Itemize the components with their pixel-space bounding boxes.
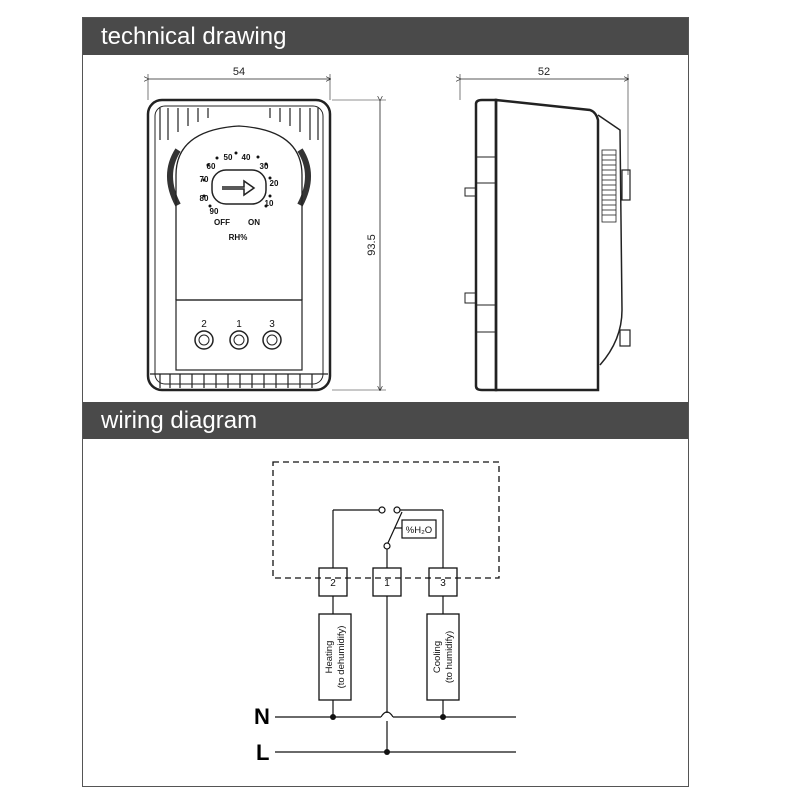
device-dashed-outline [272, 461, 500, 579]
section-header-technical-drawing: technical drawing [83, 18, 688, 55]
live-label: L [256, 740, 269, 765]
figure-frame [82, 17, 689, 787]
dial-mark-70: 70 [200, 175, 209, 184]
section-header-wiring-diagram: wiring diagram [83, 402, 688, 439]
right-grip [297, 148, 311, 207]
dial-mark-20: 20 [270, 179, 279, 188]
dial-mark-30: 30 [260, 162, 269, 171]
front-housing-outline [146, 98, 332, 392]
dial-mark-60: 60 [207, 162, 216, 171]
dial-knob [211, 169, 267, 205]
contact-common-icon [383, 542, 391, 550]
wiring-terminal-label-2: 2 [330, 578, 336, 589]
cooling-sublabel: (to humidify) [444, 631, 455, 683]
neutral-label: N [254, 704, 270, 729]
front-housing-inner [154, 105, 324, 385]
side-view [460, 74, 631, 392]
dial-unit-label: RH% [229, 233, 248, 242]
front-terminal-label-3: 3 [269, 319, 275, 330]
humidity-sensor-label: %H₂O [406, 525, 432, 536]
side-body-outline [494, 98, 600, 392]
humidity-sensor-box [401, 519, 437, 539]
wiring-terminal-label-1: 1 [384, 578, 390, 589]
height-dimension-line [332, 100, 386, 390]
wiring-diagram [272, 461, 516, 753]
dial-mark-40: 40 [242, 153, 251, 162]
side-cover-profile [597, 114, 623, 366]
terminal-screws [194, 330, 282, 350]
dial-mark-50: 50 [224, 153, 233, 162]
dial-on-label: ON [248, 218, 260, 227]
contact-left-icon [378, 506, 386, 514]
height-dimension-label: 93.5 [366, 234, 378, 255]
heating-label: Heating [324, 641, 335, 674]
front-terminal-label-2: 2 [201, 319, 207, 330]
wire-crossover-hop [380, 711, 394, 718]
width-dimension-line [148, 74, 330, 100]
dial-body [175, 125, 303, 300]
arrow-right-icon [222, 179, 256, 197]
depth-dimension-line [460, 74, 628, 175]
depth-dimension-label: 52 [538, 66, 550, 78]
junction-dots [330, 714, 446, 755]
dial-off-label: OFF [214, 218, 230, 227]
switch-blade [386, 511, 403, 546]
front-terminal-label-1: 1 [236, 319, 242, 330]
contact-right-icon [393, 506, 401, 514]
dial-mark-10: 10 [265, 199, 274, 208]
heating-sublabel: (to dehumidify) [336, 626, 347, 689]
dial-mark-80: 80 [200, 194, 209, 203]
dial-mark-90: 90 [210, 207, 219, 216]
wiring-terminal-label-3: 3 [440, 578, 446, 589]
front-view [146, 74, 386, 392]
side-grip-texture [601, 149, 617, 223]
side-back-plate [474, 98, 498, 392]
width-dimension-label: 54 [233, 66, 245, 78]
bottom-vent-slots [150, 373, 328, 388]
top-vent-slots [159, 108, 319, 140]
left-grip [167, 148, 181, 207]
terminal-panel [175, 299, 303, 371]
dial-scale-dots [202, 151, 272, 208]
heating-load-box [318, 613, 352, 701]
cooling-label: Cooling [432, 641, 443, 673]
